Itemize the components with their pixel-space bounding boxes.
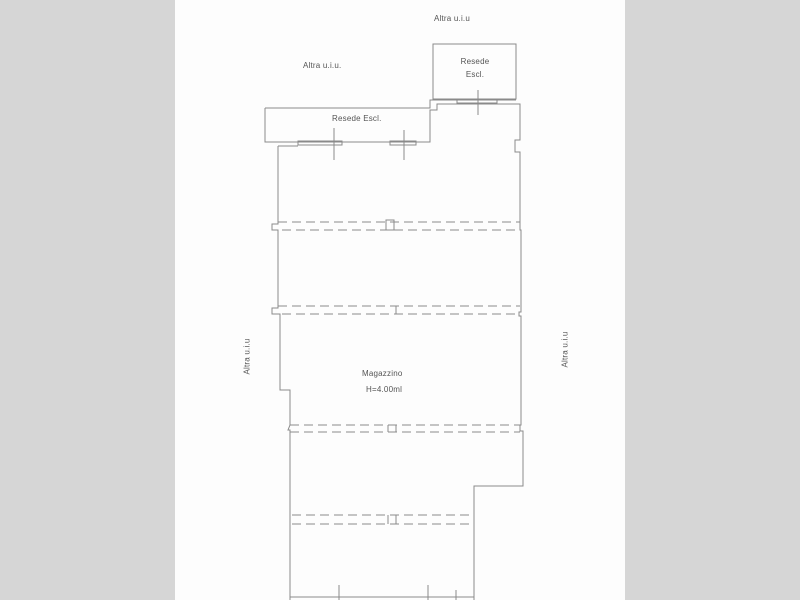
- room-name-label: Magazzino: [362, 369, 403, 378]
- neighbor-unit-top-left-label: Altra u.i.u.: [303, 61, 342, 70]
- resede-small-label-2: Escl.: [465, 70, 485, 79]
- neighbor-unit-top-label: Altra u.i.u: [434, 14, 470, 23]
- room-height-label: H=4.00ml: [366, 385, 403, 394]
- drawing-sheet: [175, 0, 625, 600]
- neighbor-unit-left-label: Altra u.i.u: [242, 338, 252, 375]
- resede-wide-label: Resede Escl.: [332, 114, 382, 123]
- resede-wide-top: [265, 99, 516, 109]
- resede-small-label-1: Resede: [460, 57, 490, 66]
- neighbor-unit-right-label: Altra u.i.u: [560, 331, 570, 368]
